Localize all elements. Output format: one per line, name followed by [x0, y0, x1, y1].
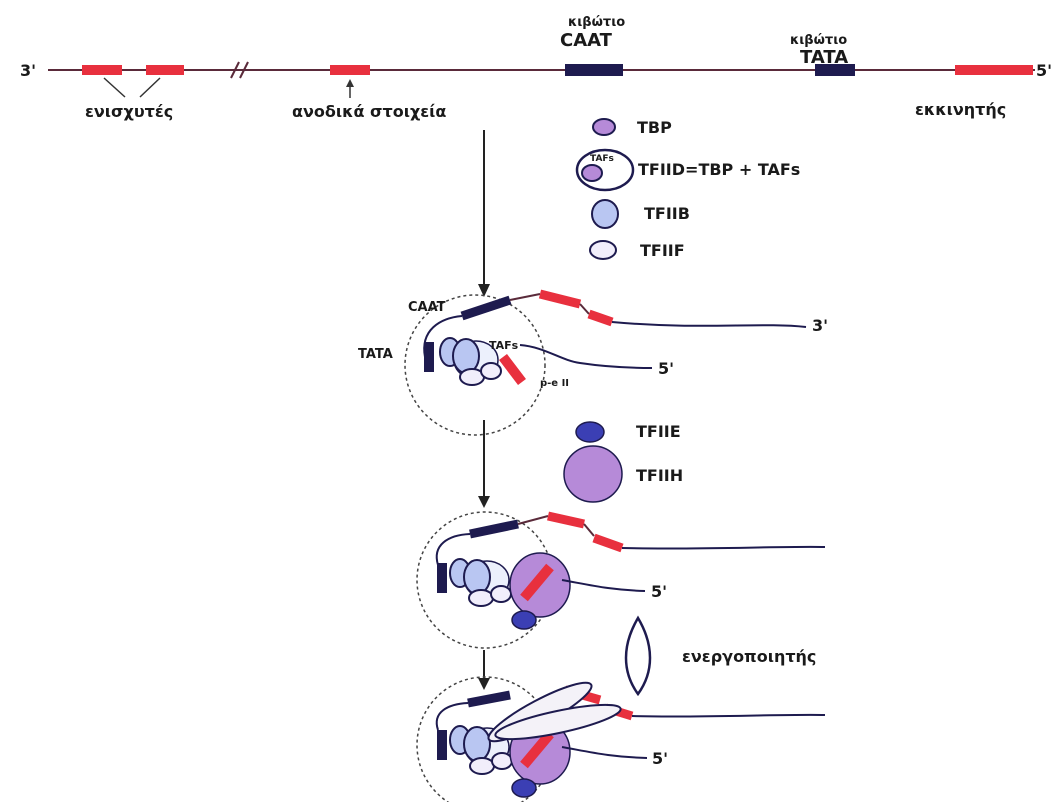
enhancer-element-2 [146, 65, 184, 75]
tfiib-shape-3 [464, 727, 490, 761]
caat-box-label: CAAT [560, 30, 613, 51]
red-segment-1b [589, 314, 612, 322]
preinitiation-complex-3: 5' [417, 674, 825, 802]
promoter-label: εκκινητής [915, 100, 1006, 119]
tfiif-shape-3a [470, 758, 494, 774]
legend-late-factors: TFIIE TFIIH [564, 422, 683, 502]
complex2-end-5prime: 5' [651, 582, 667, 601]
legend-activator: ενεργοποιητής [626, 618, 816, 694]
tata-segment-3 [437, 730, 447, 760]
upstream-element [330, 65, 370, 75]
complex1-pol-label: p-e II [540, 378, 569, 389]
red-segment-1a [540, 294, 580, 304]
flow-arrow-2-head [478, 496, 490, 508]
caat-segment-1 [462, 300, 510, 316]
dna-end-right: 5' [1036, 61, 1052, 80]
caat-box-word: κιβώτιο [568, 15, 625, 30]
tata-segment-1 [424, 342, 434, 372]
dna-tail-3prime-1 [612, 322, 806, 327]
tfiie-icon [576, 422, 604, 442]
red-segment-2b [594, 538, 622, 548]
dna-link-3 [518, 516, 548, 524]
tfiih-icon [564, 446, 622, 502]
tbp-icon [593, 119, 615, 135]
tfiif-shape-1b [481, 363, 501, 379]
tfiie-shape-2 [512, 611, 536, 629]
dna-tail-3prime-3 [632, 715, 825, 717]
tbp-label: TBP [637, 118, 672, 137]
tfiid-tbp-icon [582, 165, 602, 181]
tfiie-shape-3 [512, 779, 536, 797]
dna-tail-5prime-2 [562, 580, 645, 591]
tfiie-label: TFIIE [636, 422, 681, 441]
gene-map: 3' 5' ενισχυτές ανοδικά στοιχεία κιβώτιο… [20, 15, 1052, 121]
tfiib-label: TFIIB [644, 204, 690, 223]
enhancer-pointer-2 [140, 78, 160, 97]
preinitiation-complex-2: 5' [417, 512, 825, 648]
tata-segment-2 [437, 563, 447, 593]
enhancer-element-1 [82, 65, 122, 75]
enhancers-label: ενισχυτές [85, 102, 173, 121]
complex1-caat-label: CAAT [408, 300, 446, 315]
tfiid-tafs-label: TAFs [590, 154, 614, 164]
dna-end-left: 3' [20, 61, 36, 80]
tata-box-word: κιβώτιο [790, 33, 847, 48]
tfiif-shape-2b [491, 586, 511, 602]
dna-link-2 [580, 304, 589, 314]
caat-box [565, 64, 623, 76]
upstream-elements-label: ανοδικά στοιχεία [292, 102, 446, 121]
complex1-tata-label: TATA [358, 347, 393, 362]
dna-link-4 [584, 524, 594, 536]
red-segment-1c [503, 357, 522, 382]
dna-link-1 [510, 294, 540, 300]
tfiif-shape-2a [469, 590, 493, 606]
caat-segment-3 [468, 695, 510, 703]
tfiif-shape-3b [492, 753, 512, 769]
promoter-element [955, 65, 1033, 75]
tfiib-icon [592, 200, 618, 228]
caat-segment-2 [470, 524, 518, 534]
legend-general-factors: TBP TAFs TFIID=TBP + TAFs TFIIB TFIIF [577, 118, 800, 260]
enhancer-pointer-1 [104, 78, 125, 97]
complex1-end-5prime: 5' [658, 359, 674, 378]
flow-arrow-3-head [478, 678, 490, 690]
tfiih-label: TFIIH [636, 466, 683, 485]
complex1-end-3prime: 3' [812, 316, 828, 335]
complex1-tafs-label: TAFs [489, 339, 519, 352]
preinitiation-complex-1: 3' 5' CAAT TATA TAFs p-e II [358, 294, 828, 435]
red-segment-2a [548, 516, 584, 524]
dna-tail-5prime-1 [520, 345, 652, 368]
tfiib-shape-2 [464, 560, 490, 594]
upstream-pointer-arrowhead [346, 79, 354, 87]
activator-label: ενεργοποιητής [682, 647, 816, 666]
tfiif-label: TFIIF [640, 241, 685, 260]
tata-box-label: TATA [800, 47, 848, 68]
tfiid-label: TFIID=TBP + TAFs [638, 160, 800, 179]
dna-tail-3prime-2 [622, 547, 825, 549]
dna-tail-5prime-3 [562, 747, 647, 758]
tfiib-shape-1 [453, 339, 479, 373]
complex3-end-5prime: 5' [652, 749, 668, 768]
activator-icon [626, 618, 650, 694]
tfiif-icon [590, 241, 616, 259]
